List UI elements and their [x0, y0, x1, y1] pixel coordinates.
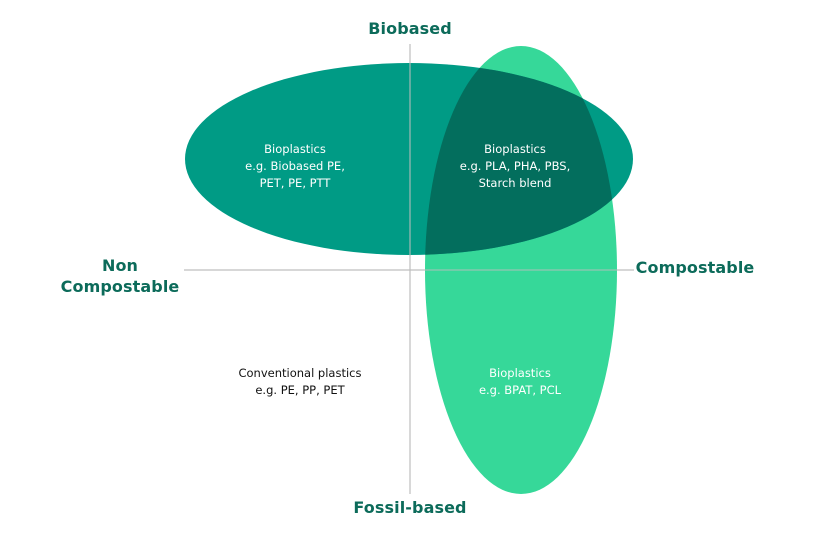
axis-label-non-compostable: Non Compostable: [50, 255, 190, 297]
axis-label-compostable: Compostable: [635, 258, 755, 277]
axis-label-biobased: Biobased: [368, 19, 452, 38]
region-title: Bioplastics: [264, 142, 326, 156]
region-examples: e.g. BPAT, PCL: [478, 383, 562, 397]
region-examples: e.g. PE, PP, PET: [255, 383, 345, 397]
region-biobased-non-compostable: Bioplastics e.g. Biobased PE, PET, PE, P…: [205, 141, 385, 192]
region-examples: e.g. Biobased PE,: [245, 159, 345, 173]
region-title: Conventional plastics: [238, 366, 362, 380]
region-fossil-compostable: Bioplastics e.g. BPAT, PCL: [440, 365, 600, 399]
axis-label-compostable-left: Compostable: [60, 277, 180, 296]
region-examples-cont: Starch blend: [478, 176, 552, 190]
region-examples: e.g. PLA, PHA, PBS,: [459, 159, 571, 173]
region-title: Bioplastics: [484, 142, 546, 156]
overlap-region: [425, 63, 617, 255]
region-biobased-compostable: Bioplastics e.g. PLA, PHA, PBS, Starch b…: [430, 141, 600, 192]
axis-label-non: Non: [101, 256, 139, 275]
region-examples-cont: PET, PE, PTT: [259, 176, 331, 190]
region-fossil-non-compostable: Conventional plastics e.g. PE, PP, PET: [210, 365, 390, 399]
region-title: Bioplastics: [489, 366, 551, 380]
axis-label-fossil-based: Fossil-based: [353, 498, 467, 517]
